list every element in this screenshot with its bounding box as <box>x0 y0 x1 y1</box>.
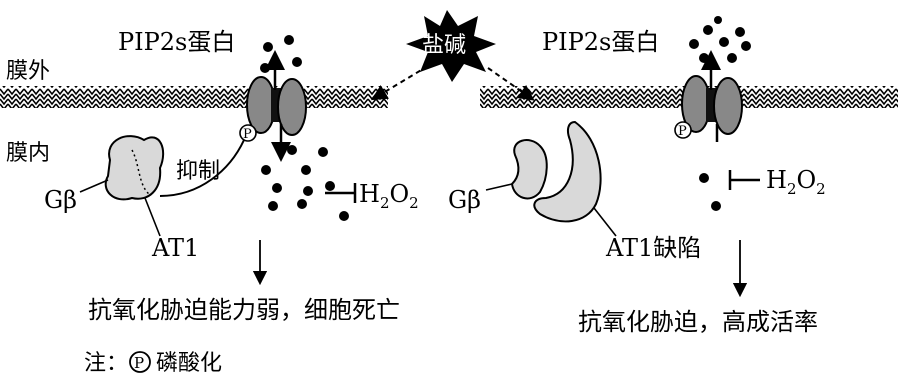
gbeta-label-left: Gβ <box>44 186 77 214</box>
pip2s-channel-left <box>246 76 307 136</box>
inhibit-line <box>159 139 245 197</box>
h2o2-molecules-inside-left <box>261 145 349 221</box>
phospho-marker-left <box>239 124 257 142</box>
at1-defect-label: AT1缺陷 <box>605 234 701 262</box>
h2o2-molecules-inside-right <box>699 173 721 211</box>
pip2s-label-right: PIP2s蛋白 <box>542 28 659 56</box>
at1-defect-protein <box>533 120 602 223</box>
phospho-marker-right <box>674 121 692 139</box>
note-phospho-p: P <box>134 354 144 372</box>
h2o2-label-left: H2O2 <box>359 180 419 212</box>
stress-arrow-left <box>371 65 429 101</box>
gbeta-protein-right <box>510 139 548 200</box>
stress-label: 盐碱 <box>422 33 466 58</box>
h2o2-molecules-outside-left <box>260 35 302 73</box>
note-text: 磷酸化 <box>156 351 222 376</box>
salt-alkali-stress <box>406 10 496 82</box>
stress-arrow-right <box>487 67 535 101</box>
membrane-left <box>0 86 388 108</box>
phospho-p-right: P <box>678 124 687 139</box>
result-left: 抗氧化胁迫能力弱，细胞死亡 <box>88 296 400 324</box>
outside-label: 膜外 <box>6 59 50 84</box>
result-right: 抗氧化胁迫，高成活率 <box>578 308 818 336</box>
note-prefix: 注： <box>84 351 128 376</box>
pip2s-label-left: PIP2s蛋白 <box>118 28 235 56</box>
h2o2-molecules-outside-right <box>689 16 751 63</box>
h2o2-label-right: H2O2 <box>766 166 826 198</box>
pip2s-channel-right <box>681 75 743 135</box>
phospho-p-left: P <box>243 127 252 142</box>
gbeta-protein-left <box>104 135 165 201</box>
note-phospho-symbol <box>129 351 151 373</box>
inside-label: 膜内 <box>6 141 50 166</box>
at1-label: AT1 <box>151 234 199 262</box>
gbeta-label-right: Gβ <box>448 186 481 214</box>
inhibit-label: 抑制 <box>176 159 220 184</box>
